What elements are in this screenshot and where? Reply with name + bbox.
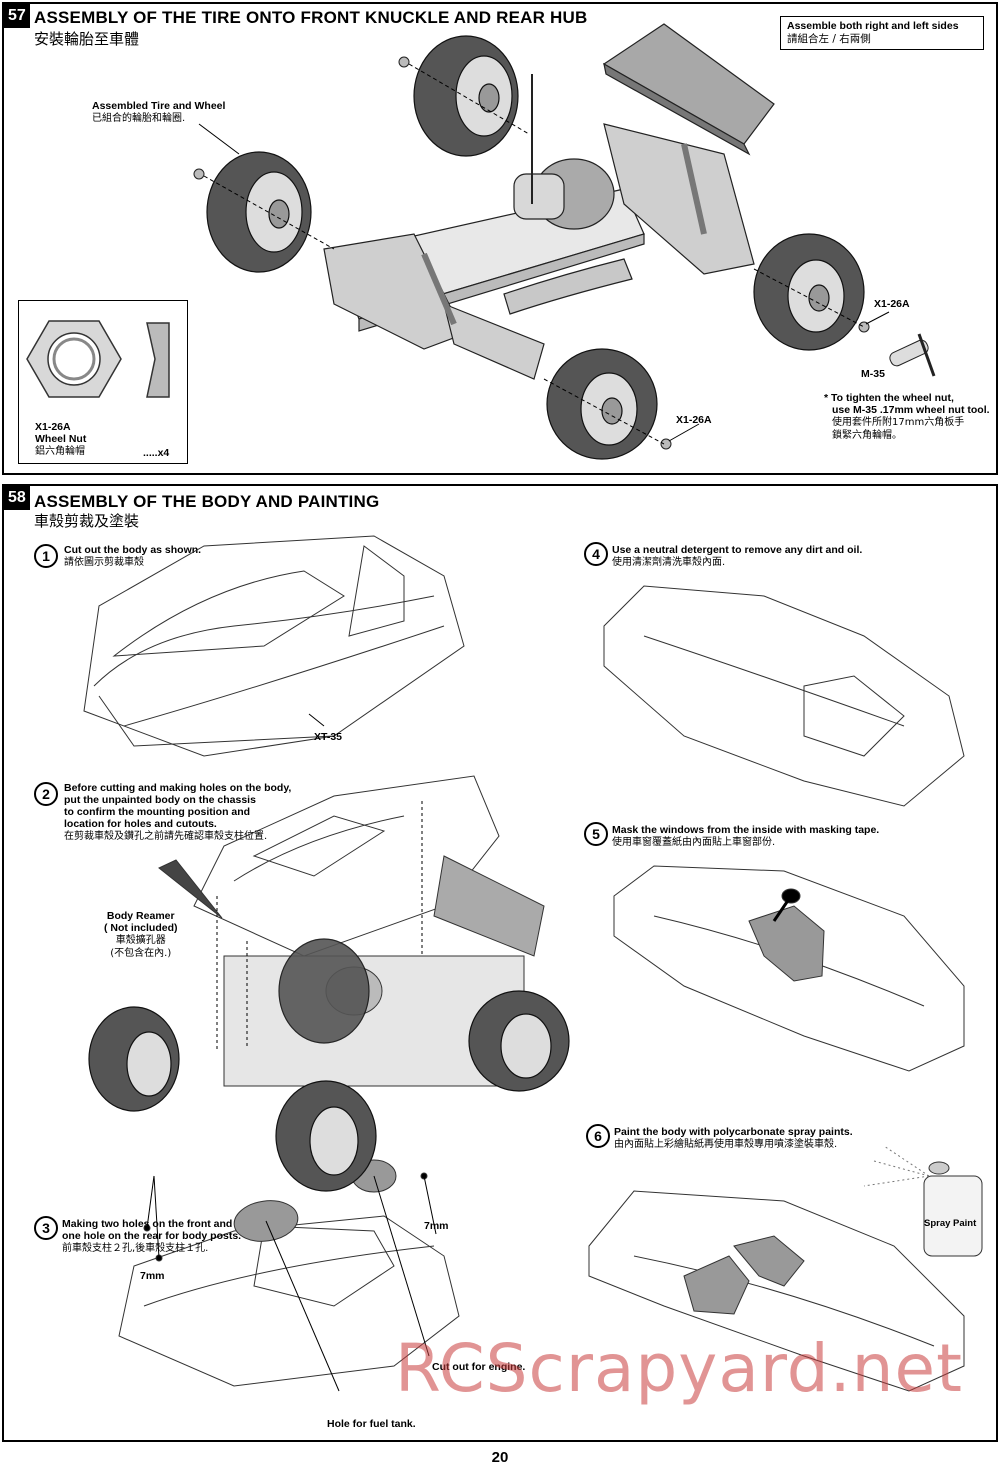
watermark: RCScrapyard.net bbox=[395, 1330, 963, 1407]
substep-1-text: Cut out the body as shown. 請依圖示剪裁車殼 bbox=[64, 544, 202, 568]
step-title: ASSEMBLY OF THE TIRE ONTO FRONT KNUCKLE … bbox=[34, 8, 588, 27]
wheel-nut-inset: X1-26A Wheel Nut 鋁六角輪帽 .....x4 bbox=[18, 300, 188, 464]
wheel-nut-qty: .....x4 bbox=[143, 447, 170, 459]
tire-rear-right bbox=[753, 233, 865, 351]
hex-nut-icon bbox=[26, 320, 170, 398]
substep-2-circle: 2 bbox=[34, 782, 58, 806]
truggy-chassis-illustration bbox=[193, 23, 936, 460]
part-x1-26a-rear: X1-26A bbox=[874, 298, 910, 310]
step-title: ASSEMBLY OF THE BODY AND PAINTING bbox=[34, 492, 380, 511]
tool-m35-label: M-35 bbox=[861, 368, 885, 380]
spray-paint-label: Spray Paint bbox=[924, 1218, 977, 1229]
part-x1-26a-front: X1-26A bbox=[676, 414, 712, 426]
substep-5-text: Mask the windows from the inside with ma… bbox=[612, 824, 880, 848]
substep-6-text: Paint the body with polycarbonate spray … bbox=[614, 1126, 853, 1150]
step-subtitle: 車殼剪裁及塗裝 bbox=[34, 512, 140, 530]
hole-size-rear: 7mm bbox=[424, 1220, 449, 1232]
substep-2-text: Before cutting and making holes on the b… bbox=[64, 782, 292, 842]
body-reamer-label: Body Reamer ( Not included) 車殼擴孔器 (不包含在內… bbox=[104, 910, 178, 959]
part-xt-35: XT-35 bbox=[314, 731, 343, 743]
step-number: 57 bbox=[4, 4, 30, 28]
substep-1-circle: 1 bbox=[34, 544, 58, 568]
tire-rear-left bbox=[413, 35, 519, 157]
note-en: Assemble both right and left sides bbox=[787, 20, 959, 32]
step-subtitle: 安裝輪胎至車體 bbox=[34, 30, 140, 48]
substep-5-circle: 5 bbox=[584, 822, 608, 846]
page-number: 20 bbox=[491, 1449, 509, 1466]
body-cut-illustration bbox=[83, 535, 983, 1392]
substep-3-circle: 3 bbox=[34, 1216, 58, 1240]
tire-wheel-label: Assembled Tire and Wheel 已組合的輪胎和輪圈. bbox=[92, 100, 226, 124]
tire-front-right bbox=[546, 348, 658, 460]
step-number: 58 bbox=[4, 486, 30, 510]
note-zh: 請組合左 / 右兩側 bbox=[787, 33, 871, 45]
substep-4-text: Use a neutral detergent to remove any di… bbox=[612, 544, 863, 568]
note-box: Assemble both right and left sides 請組合左 … bbox=[780, 16, 984, 50]
wheel-nut-text: X1-26A Wheel Nut 鋁六角輪帽 bbox=[35, 421, 87, 457]
hole-fuel-label: Hole for fuel tank. bbox=[327, 1418, 416, 1430]
substep-6-circle: 6 bbox=[586, 1124, 610, 1148]
m35-tool-icon bbox=[889, 333, 936, 377]
step-58-panel: 58 ASSEMBLY OF THE BODY AND PAINTING 車殼剪… bbox=[2, 484, 998, 1442]
step-57-panel: 57 ASSEMBLY OF THE TIRE ONTO FRONT KNUCK… bbox=[2, 2, 998, 475]
cut-engine-label: Cut out for engine. bbox=[432, 1361, 526, 1373]
substep-4-circle: 4 bbox=[584, 542, 608, 566]
tire-front-left bbox=[206, 151, 312, 273]
tighten-tip: * To tighten the wheel nut, use M-35 .17… bbox=[824, 392, 990, 441]
hole-size-front: 7mm bbox=[140, 1270, 165, 1282]
substep-3-text: Making two holes on the front and one ho… bbox=[62, 1218, 242, 1254]
